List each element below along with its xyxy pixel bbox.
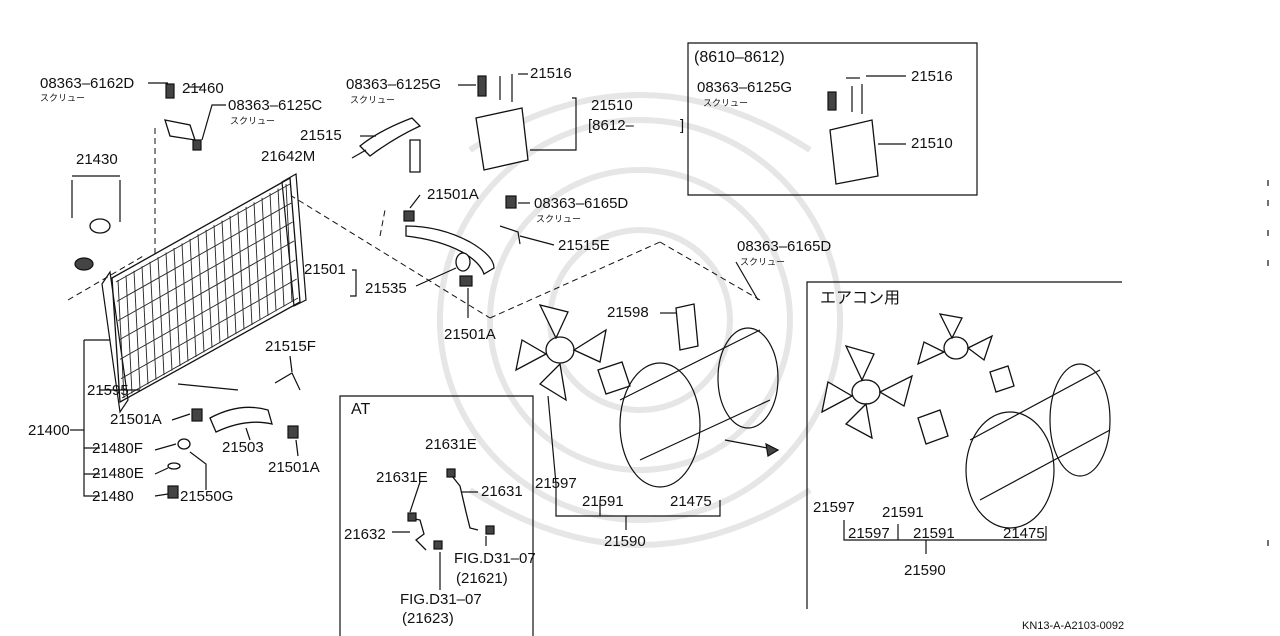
label-08363-6165D-top: 08363–6165D bbox=[534, 195, 629, 212]
at-label-21631: 21631 bbox=[481, 483, 523, 500]
dashed-leaders bbox=[67, 128, 761, 319]
label-21510-range-end: ] bbox=[680, 117, 685, 134]
label-21550G: 21550G bbox=[180, 488, 234, 505]
aircon-label-21597-b: 21597 bbox=[848, 525, 890, 542]
inset-label-08363-6125G-screw: スクリュー bbox=[703, 99, 749, 109]
aircon-fan-motors bbox=[917, 365, 1015, 445]
inset-8610-title: (8610–8612) bbox=[694, 49, 785, 66]
label-08363-6165D-mid-screw: スクリュー bbox=[740, 258, 786, 268]
radiator-tube bbox=[115, 183, 291, 283]
inset-label-21510: 21510 bbox=[911, 135, 953, 152]
inset-8610-box bbox=[687, 42, 978, 196]
radiator-tube bbox=[120, 278, 297, 380]
at-inset-title: AT bbox=[351, 401, 371, 418]
label-08363-6125C: 08363–6125C bbox=[228, 97, 323, 114]
label-21460: 21460 bbox=[182, 80, 224, 97]
label-21510-range: [8612– bbox=[588, 117, 634, 134]
fan-shroud-21475 bbox=[619, 303, 779, 488]
upper-hose-21501 bbox=[403, 210, 495, 287]
label-21475: 21475 bbox=[670, 493, 712, 510]
label-21501A-bottom: 21501A bbox=[268, 459, 320, 476]
aircon-fan-shroud bbox=[965, 363, 1111, 529]
at-label-21623-ref: (21623) bbox=[402, 610, 454, 627]
label-21598: 21598 bbox=[607, 304, 649, 321]
inset-at-box bbox=[339, 395, 534, 636]
label-21480E: 21480E bbox=[92, 465, 144, 482]
radiator-tube bbox=[119, 259, 296, 360]
label-21503: 21503 bbox=[222, 439, 264, 456]
label-08363-6165D-mid: 08363–6165D bbox=[737, 238, 832, 255]
label-21501A-left: 21501A bbox=[110, 411, 162, 428]
label-21535: 21535 bbox=[365, 280, 407, 297]
aircon-label-21591-b: 21591 bbox=[913, 525, 955, 542]
at-label-fig-d31-07-b: FIG.D31–07 bbox=[400, 591, 482, 608]
radiator-tube bbox=[121, 297, 299, 399]
lower-hose-21503 bbox=[191, 372, 301, 439]
label-08363-6125G: 08363–6125G bbox=[346, 76, 442, 93]
label-21400: 21400 bbox=[28, 422, 70, 439]
radiator bbox=[101, 173, 307, 414]
drain-plugs bbox=[167, 383, 239, 499]
label-21591: 21591 bbox=[582, 493, 624, 510]
label-21590: 21590 bbox=[604, 533, 646, 550]
aircon-fan-blades bbox=[821, 313, 994, 440]
label-08363-6165D-top-screw: スクリュー bbox=[536, 215, 582, 225]
label-21501: 21501 bbox=[304, 261, 346, 278]
at-label-21632: 21632 bbox=[344, 526, 386, 543]
at-label-21631E-b: 21631E bbox=[376, 469, 428, 486]
radiator-tube bbox=[116, 202, 292, 302]
fan-blade-21597 bbox=[515, 304, 607, 402]
aircon-label-21475: 21475 bbox=[1003, 525, 1045, 542]
aircon-label-21597-a: 21597 bbox=[813, 499, 855, 516]
aircon-label-21591-a: 21591 bbox=[882, 504, 924, 521]
clip-21515E bbox=[499, 195, 521, 245]
label-21430: 21430 bbox=[76, 151, 118, 168]
radiator-tube bbox=[118, 240, 295, 341]
label-08363-6125G-screw: スクリュー bbox=[350, 96, 396, 106]
fan-motor-21591 bbox=[597, 361, 631, 395]
at-label-21621-ref: (21621) bbox=[456, 570, 508, 587]
leader-lines bbox=[70, 73, 1047, 590]
reservoir-tank-inset bbox=[827, 84, 879, 185]
label-08363-6162D: 08363–6162D bbox=[40, 75, 135, 92]
label-08363-6125C-screw: スクリュー bbox=[230, 117, 276, 127]
bracket-21460 bbox=[164, 83, 202, 151]
label-21516: 21516 bbox=[530, 65, 572, 82]
label-08363-6162D-screw: スクリュー bbox=[40, 94, 86, 104]
inset-label-21516: 21516 bbox=[911, 68, 953, 85]
aircon-inset-title: エアコン用 bbox=[820, 290, 901, 307]
hose-21515 bbox=[359, 117, 422, 173]
arrow-head bbox=[765, 442, 780, 457]
reservoir-tank bbox=[475, 74, 529, 171]
at-label-fig-d31-07-a: FIG.D31–07 bbox=[454, 550, 536, 567]
radiator-tube bbox=[117, 221, 293, 322]
label-21515: 21515 bbox=[300, 127, 342, 144]
at-label-21631E-a: 21631E bbox=[425, 436, 477, 453]
label-21597: 21597 bbox=[535, 475, 577, 492]
label-21480F: 21480F bbox=[92, 440, 143, 457]
label-21480: 21480 bbox=[92, 488, 134, 505]
inset-aircon-box bbox=[806, 281, 1122, 609]
label-21510: 21510 bbox=[591, 97, 633, 114]
label-21515E: 21515E bbox=[558, 237, 610, 254]
label-21501A-mid: 21501A bbox=[444, 326, 496, 343]
aircon-label-21590: 21590 bbox=[904, 562, 946, 579]
at-lines bbox=[407, 468, 495, 551]
inset-label-08363-6125G: 08363–6125G bbox=[697, 79, 793, 96]
label-21642M: 21642M bbox=[261, 148, 316, 165]
label-21595: 21595 bbox=[87, 382, 129, 399]
diagram-code: KN13-A-A2103-0092 bbox=[1022, 620, 1125, 632]
label-21501A-top: 21501A bbox=[427, 186, 479, 203]
radiator-cap bbox=[71, 180, 121, 271]
label-21515F: 21515F bbox=[265, 338, 316, 355]
